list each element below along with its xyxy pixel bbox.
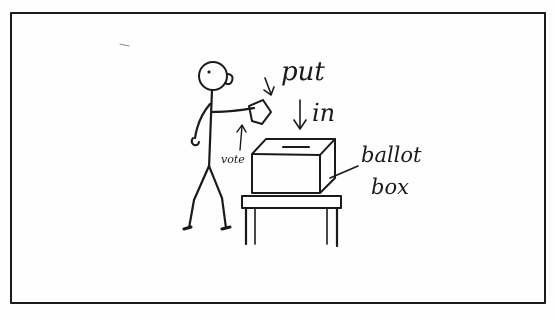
ballot-box-front — [252, 154, 320, 193]
figure-hand — [192, 138, 199, 145]
figure-right-leg — [209, 166, 226, 228]
table-top — [242, 196, 341, 208]
table — [242, 196, 341, 246]
ballot-paper — [249, 100, 271, 124]
figure-right-foot — [222, 227, 230, 229]
figure-head — [199, 62, 227, 90]
stick-figure — [184, 62, 254, 229]
figure-eye — [208, 71, 211, 74]
figure-back-arm — [195, 104, 210, 138]
in-label: in — [312, 99, 335, 127]
vote-label: vote — [221, 153, 245, 166]
figure-arm — [211, 108, 254, 112]
ballot-box — [252, 139, 335, 193]
drawing-border — [11, 13, 545, 303]
put-label: put — [281, 57, 325, 87]
ballot-label: ballot — [361, 143, 422, 167]
vote-arrow — [240, 126, 242, 150]
figure-left-foot — [184, 227, 191, 229]
box-label: box — [371, 175, 409, 199]
figure-left-leg — [189, 166, 209, 228]
stray-mark — [120, 44, 129, 46]
figure-torso — [209, 90, 212, 168]
